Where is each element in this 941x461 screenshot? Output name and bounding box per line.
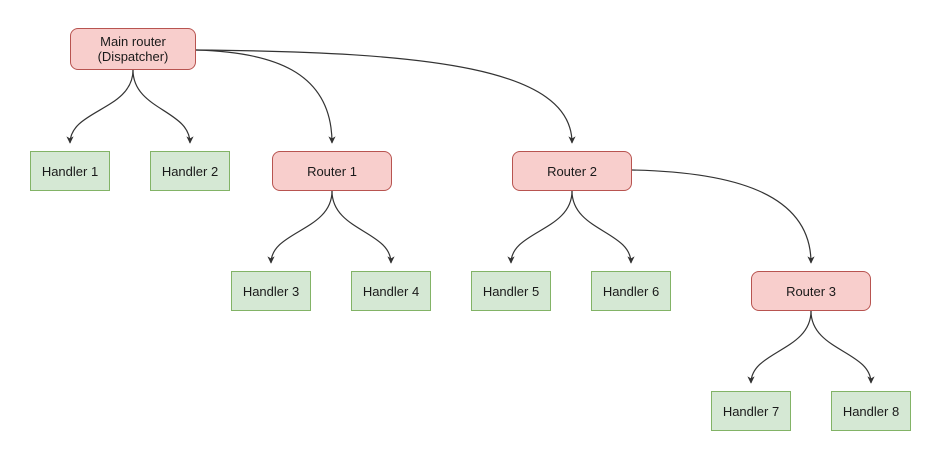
edges-group	[66, 49, 875, 384]
edge-main-to-handler1[interactable]	[66, 69, 134, 144]
node-router1-label: Router 1	[307, 163, 357, 179]
node-handler3-label: Handler 3	[242, 283, 300, 299]
node-handler8[interactable]: Handler 8	[831, 391, 911, 431]
node-handler1-label: Handler 1	[41, 163, 99, 179]
node-handler2[interactable]: Handler 2	[150, 151, 230, 191]
edge-router2-to-router3[interactable]	[631, 169, 815, 264]
edge-router3-to-handler7[interactable]	[747, 310, 812, 384]
node-handler7[interactable]: Handler 7	[711, 391, 791, 431]
edge-main-to-handler2[interactable]	[132, 69, 194, 144]
node-handler7-label: Handler 7	[722, 403, 780, 419]
node-handler8-label: Handler 8	[842, 403, 900, 419]
node-router3-label: Router 3	[786, 283, 836, 299]
edge-router1-to-handler4[interactable]	[331, 190, 395, 264]
edge-main-to-router2[interactable]	[195, 49, 576, 144]
node-handler4-label: Handler 4	[362, 283, 420, 299]
edge-router3-to-handler8[interactable]	[810, 310, 875, 384]
node-handler6[interactable]: Handler 6	[591, 271, 671, 311]
edge-main-to-router1[interactable]	[195, 49, 336, 144]
edge-router2-to-handler6[interactable]	[571, 190, 635, 264]
node-handler2-label: Handler 2	[161, 163, 219, 179]
node-handler5-label: Handler 5	[482, 283, 540, 299]
node-handler3[interactable]: Handler 3	[231, 271, 311, 311]
edge-router2-to-handler5[interactable]	[507, 190, 573, 264]
node-handler4[interactable]: Handler 4	[351, 271, 431, 311]
node-main[interactable]: Main router (Dispatcher)	[70, 28, 196, 70]
node-handler6-label: Handler 6	[602, 283, 660, 299]
node-handler1[interactable]: Handler 1	[30, 151, 110, 191]
node-router1[interactable]: Router 1	[272, 151, 392, 191]
node-router3[interactable]: Router 3	[751, 271, 871, 311]
node-router2-label: Router 2	[547, 163, 597, 179]
node-router2[interactable]: Router 2	[512, 151, 632, 191]
node-main-label: Main router (Dispatcher)	[97, 34, 169, 64]
node-handler5[interactable]: Handler 5	[471, 271, 551, 311]
edge-router1-to-handler3[interactable]	[267, 190, 333, 264]
